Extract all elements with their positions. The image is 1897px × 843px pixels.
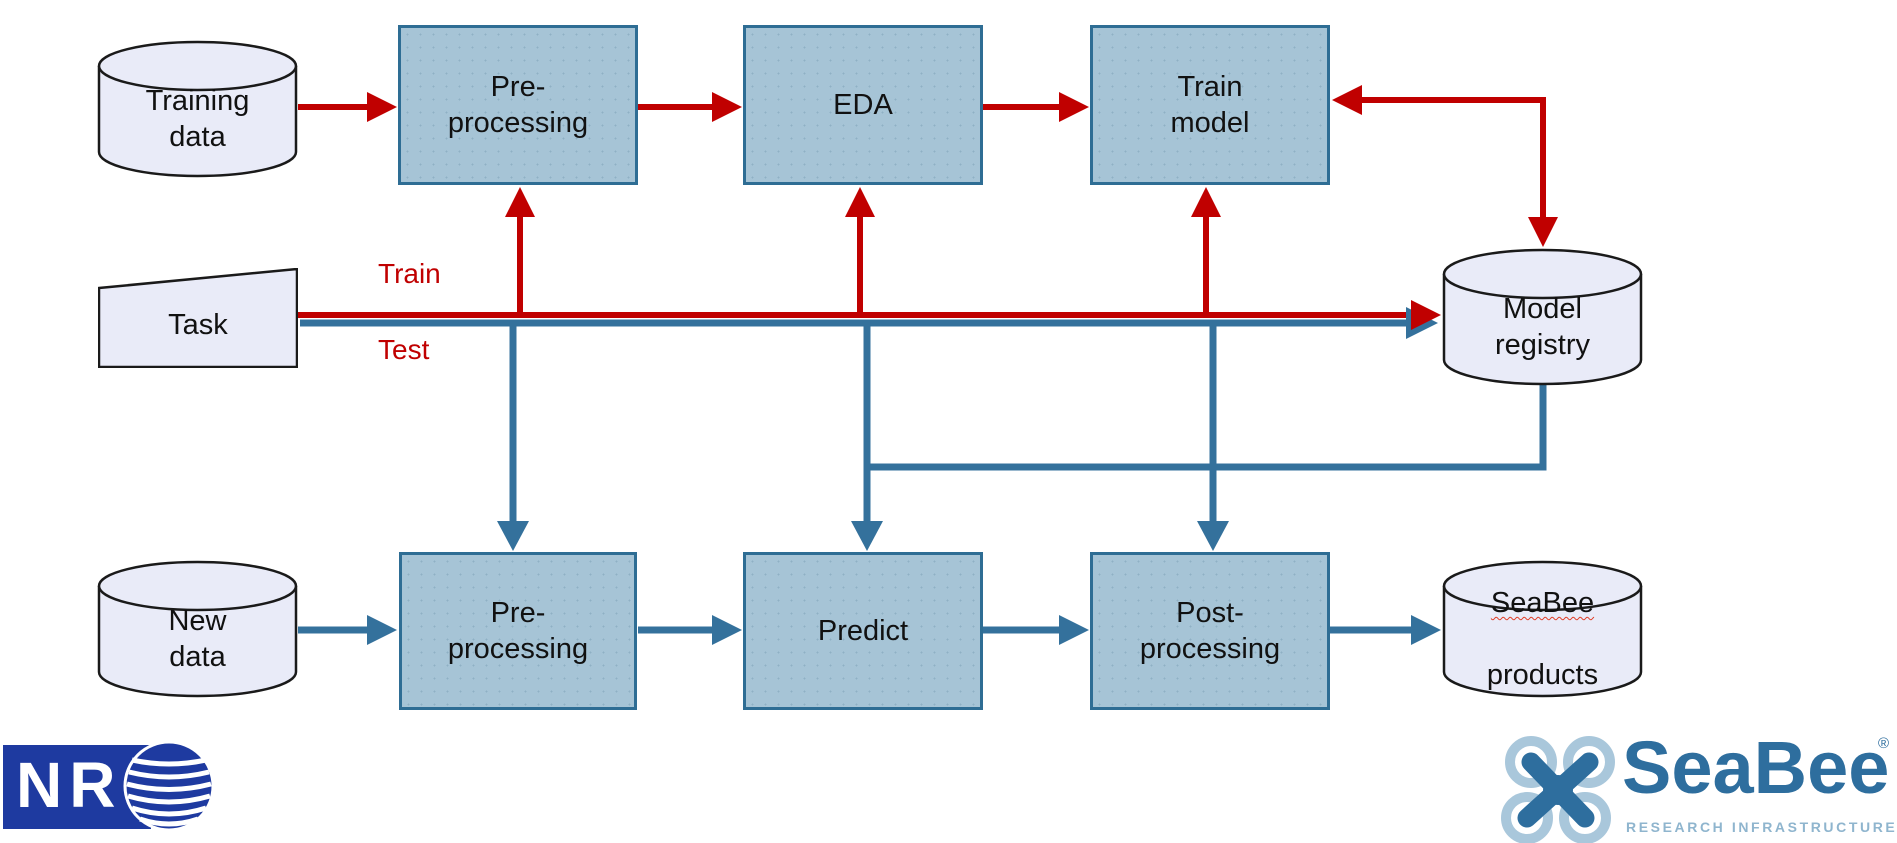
- node-preprocessing-top-label: Pre- processing: [447, 71, 589, 139]
- node-new-data: New data: [97, 560, 298, 698]
- node-model-registry-label: Model registry: [1494, 293, 1591, 361]
- edge-label-train: Train: [378, 258, 441, 289]
- arrowhead-eda-trainmodel: [1059, 92, 1089, 122]
- node-new-data-label: New data: [168, 605, 227, 673]
- arrowhead-train-preprocessing: [505, 187, 535, 217]
- arrowhead-test-predict: [851, 521, 883, 551]
- cylinder-shape: [97, 40, 298, 178]
- arrowhead-trainmodel-registry: [1528, 217, 1558, 247]
- arrowhead-newdata-preprocessing: [367, 615, 397, 645]
- node-eda-label: EDA: [833, 89, 893, 121]
- nr-logo-text: NR: [16, 749, 123, 821]
- seabee-registered-mark: ®: [1878, 735, 1890, 752]
- node-post-processing: Post- processing: [1090, 552, 1330, 710]
- node-predict: Predict: [743, 552, 983, 710]
- edge-label-test: Test: [378, 334, 430, 365]
- arrowhead-train-trainmodel: [1191, 187, 1221, 217]
- arrowhead-train-eda: [845, 187, 875, 217]
- node-task: Task: [98, 268, 298, 368]
- node-model-registry: Model registry: [1442, 248, 1643, 386]
- node-predict-label: Predict: [817, 615, 909, 647]
- nr-logo-graphic: [3, 740, 215, 832]
- node-train-model: Train model: [1090, 25, 1330, 185]
- seabee-drone-center: [1543, 775, 1573, 805]
- arrowhead-test-preprocessing: [497, 521, 529, 551]
- seabee-rotor-rings: [1501, 736, 1615, 843]
- node-train-model-label: Train model: [1170, 71, 1250, 139]
- nr-globe-waves: [126, 757, 212, 827]
- arrowhead-postprocessing-products: [1411, 615, 1441, 645]
- seabee-logo-subtitle: RESEARCH INFRASTRUCTURE: [1626, 819, 1897, 835]
- node-post-processing-label: Post- processing: [1139, 597, 1281, 665]
- arrowhead-predict-postprocessing: [1059, 615, 1089, 645]
- arrowhead-registry-trainmodel: [1332, 85, 1362, 115]
- cylinder-shape: [97, 560, 298, 698]
- arrowhead-trainingdata-preprocessing: [367, 92, 397, 122]
- node-preprocessing-bottom-label: Pre- processing: [447, 597, 589, 665]
- edge-registry-feedback-line: [867, 385, 1547, 471]
- nr-logo: NR: [2, 740, 218, 832]
- seabee-logo-wordmark: SeaBee: [1622, 726, 1890, 809]
- seabee-drone-icon: [1501, 736, 1615, 843]
- cylinder-shape: [1442, 560, 1643, 698]
- node-task-label: Task: [168, 309, 228, 341]
- task-shape: [98, 268, 298, 368]
- node-eda: EDA: [743, 25, 983, 185]
- arrowhead-preprocessing-eda: [712, 92, 742, 122]
- cylinder-shape: [1442, 248, 1643, 386]
- arrowhead-test-postprocessing: [1197, 521, 1229, 551]
- node-seabee-products-line1: SeaBee: [1490, 587, 1595, 619]
- seabee-logo: SeaBee ® RESEARCH INFRASTRUCTURE: [1500, 729, 1897, 843]
- node-seabee-products-line2: products: [1486, 659, 1599, 691]
- arrowhead-preprocessing-predict: [712, 615, 742, 645]
- edge-trainmodel-registry-line: [1358, 97, 1546, 222]
- node-training-data-label: Training data: [145, 85, 250, 153]
- node-training-data: Training data: [97, 40, 298, 178]
- arrowhead-train-registry: [1411, 300, 1441, 330]
- node-preprocessing-bottom: Pre- processing: [399, 552, 637, 710]
- node-preprocessing-top: Pre- processing: [398, 25, 638, 185]
- node-seabee-products-label: SeaBee products: [1487, 565, 1598, 693]
- node-seabee-products: SeaBee products: [1442, 560, 1643, 698]
